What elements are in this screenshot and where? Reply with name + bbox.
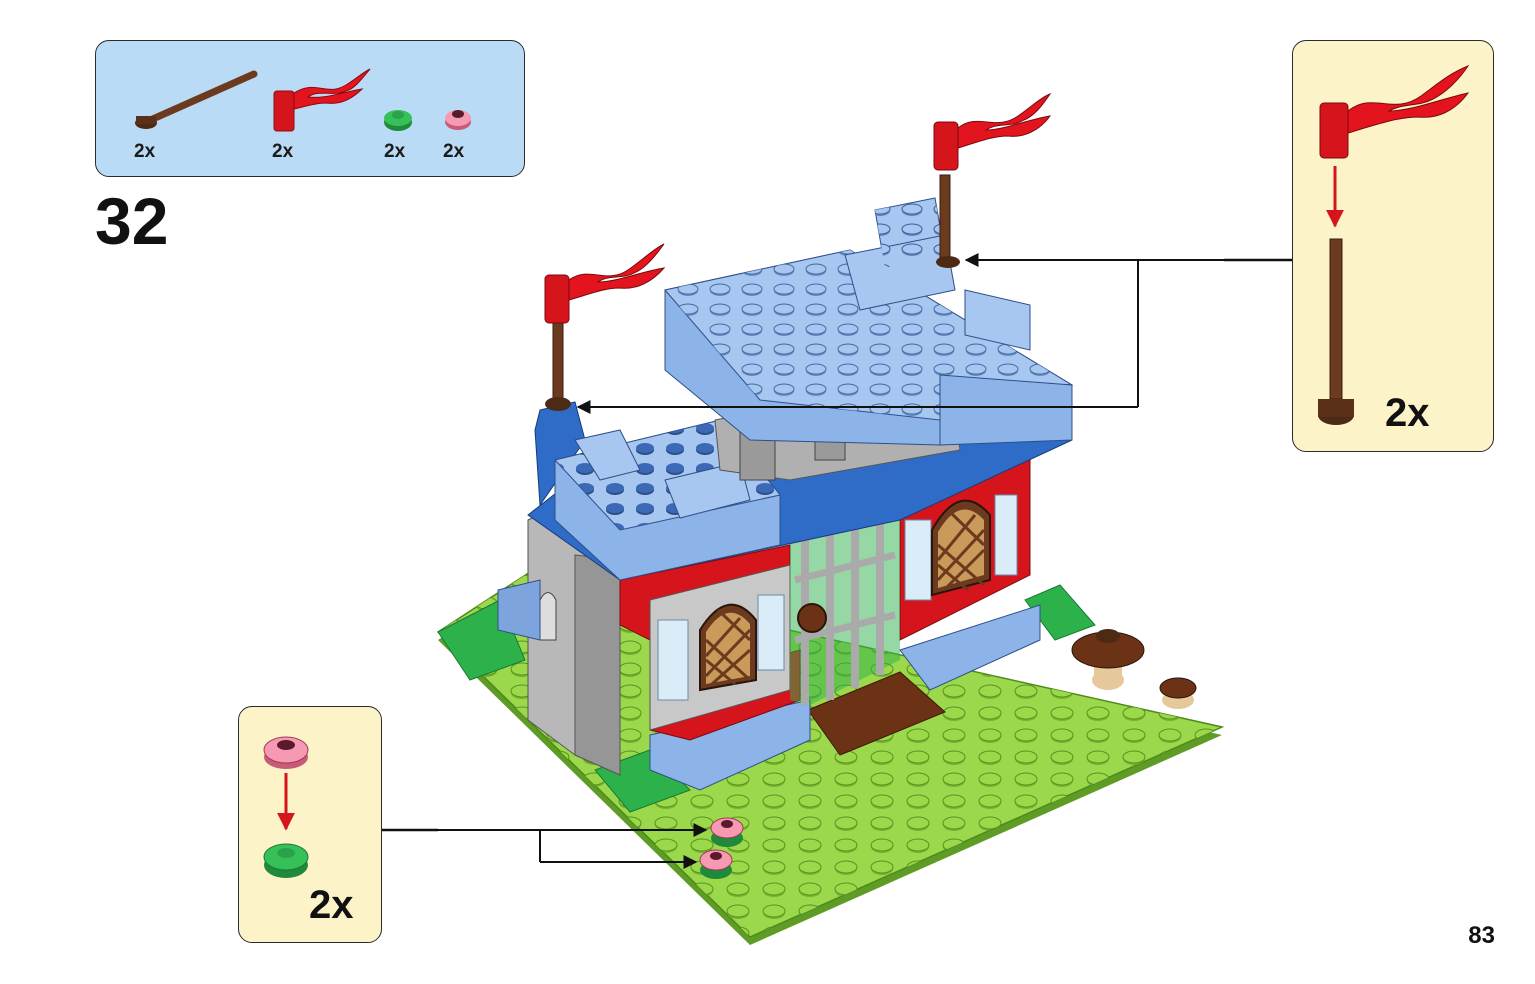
- mushroom-stool: [1071, 629, 1197, 709]
- part-qty-pink-plate: 2x: [443, 141, 465, 162]
- part-qty-bar: 2x: [134, 141, 156, 162]
- flag-assembly-icon: [1318, 64, 1470, 425]
- flower-assembly-qty: 2x: [309, 883, 354, 927]
- top-battlement: [664, 197, 1074, 446]
- pink-flowers: [699, 817, 744, 879]
- brown-bar-icon: [135, 70, 258, 129]
- parts-list-box: 2x 2x 2x 2x: [95, 40, 525, 177]
- left-flag: [544, 243, 666, 411]
- flower-assembly-callout: 2x: [238, 706, 382, 943]
- step-number: 32: [95, 184, 169, 258]
- right-flag: [933, 92, 1052, 268]
- red-flag-icon: [273, 68, 371, 132]
- left-battlement: [554, 419, 781, 581]
- part-qty-green-plate: 2x: [384, 141, 406, 162]
- gate: [790, 495, 900, 705]
- flag-assembly-qty: 2x: [1385, 391, 1430, 435]
- flag-callout-arrows: [576, 253, 1292, 414]
- green-round-plate-icon: [384, 110, 412, 131]
- part-qty-flag: 2x: [272, 141, 294, 162]
- page-number: 83: [1468, 922, 1495, 949]
- left-grey-tower: [527, 504, 621, 776]
- right-window: [931, 499, 991, 597]
- green-baseplate: [436, 571, 1225, 945]
- flag-assembly-callout: 2x: [1292, 40, 1494, 452]
- flower-callout-arrows: [382, 823, 708, 869]
- flower-assembly-icon: [263, 736, 309, 878]
- left-window: [699, 603, 757, 692]
- pink-flower-plate-icon: [445, 110, 471, 130]
